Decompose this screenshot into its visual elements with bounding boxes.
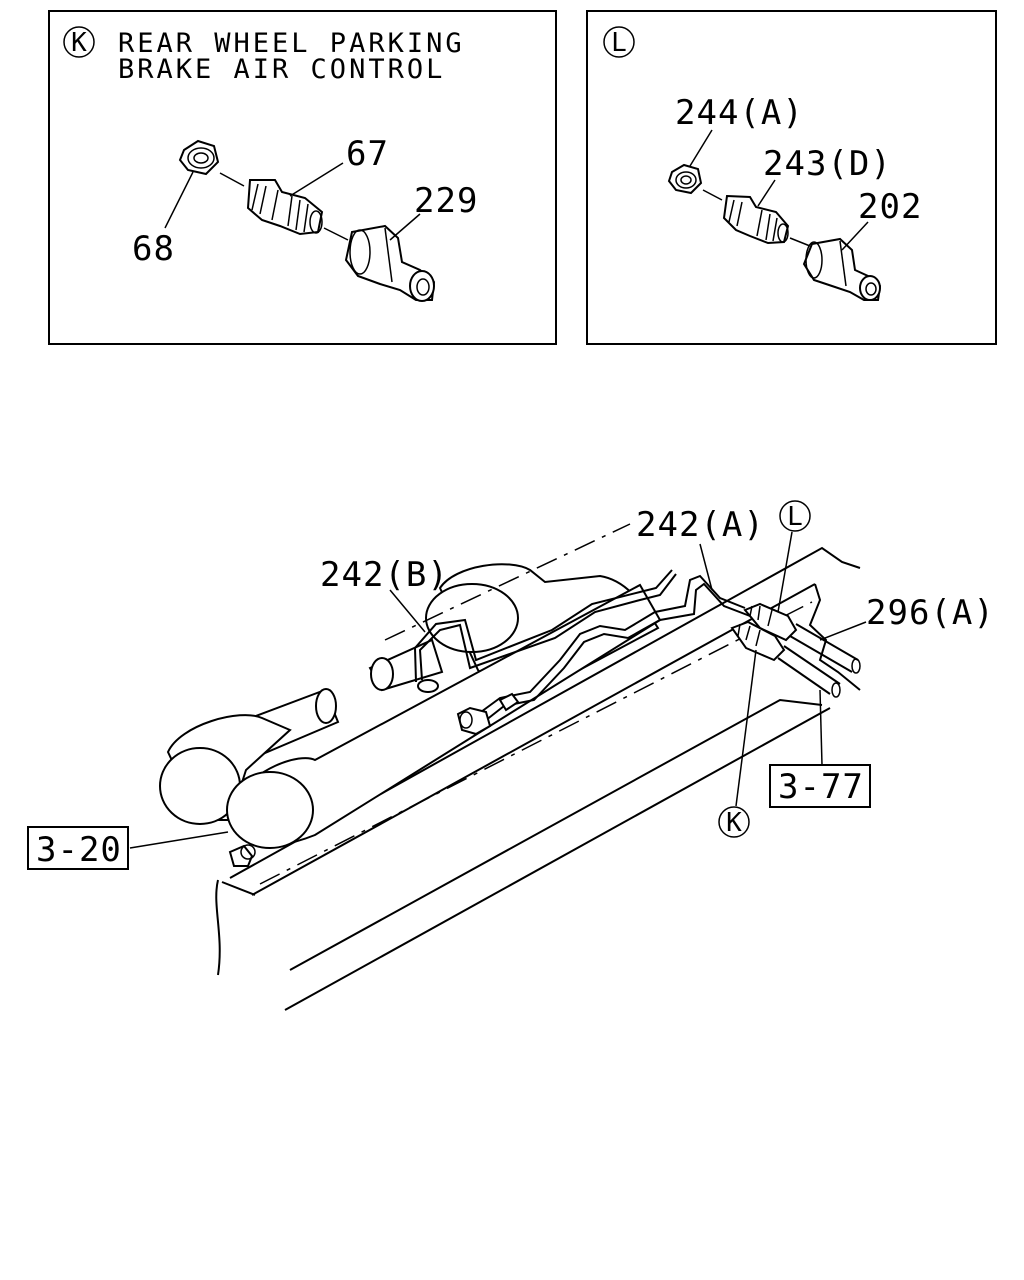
hose-296a-drawing xyxy=(777,623,861,698)
nut-244a-drawing xyxy=(667,163,703,195)
panel-k-title-line2: BRAKE AIR CONTROL xyxy=(118,54,445,85)
callout-244a: 244(A) xyxy=(675,93,804,133)
coupler-202-drawing xyxy=(802,237,882,301)
leader-68 xyxy=(164,171,194,229)
panel-l-marker-circle xyxy=(603,26,635,58)
leader-marker-l xyxy=(777,531,793,613)
connector-243d-drawing xyxy=(722,194,790,245)
pipe-242a-drawing xyxy=(456,574,751,736)
leader-296a xyxy=(819,621,867,641)
leader-marker-k xyxy=(735,649,757,807)
main-assembly: 242(B) 242(A) 296(A) L K 3-20 3-77 xyxy=(27,500,995,1011)
leader-242b xyxy=(389,589,426,633)
main-marker-k-circle xyxy=(718,806,750,838)
leader-3-20 xyxy=(129,831,229,849)
connector-67-drawing xyxy=(246,179,324,236)
lower-tanks-drawing xyxy=(159,583,662,867)
ref-box-3-77[interactable] xyxy=(769,764,871,808)
callout-229: 229 xyxy=(414,181,478,221)
fitting-k-drawing xyxy=(730,620,786,662)
ref-3-20[interactable]: 3-20 xyxy=(36,830,122,870)
panel-k-marker-circle xyxy=(63,26,95,58)
callout-296a: 296(A) xyxy=(866,593,995,633)
panel-k-frame xyxy=(48,10,557,345)
pipe-242b-drawing xyxy=(413,569,677,693)
main-marker-k: K xyxy=(726,808,742,838)
callout-242b: 242(B) xyxy=(320,555,449,595)
leader-229 xyxy=(389,213,421,241)
callout-67: 67 xyxy=(346,134,389,174)
panel-k-marker: K xyxy=(71,28,87,58)
nut-68-drawing xyxy=(178,139,220,176)
panel-l-marker: L xyxy=(611,28,627,58)
callout-202: 202 xyxy=(858,187,922,227)
main-marker-l: L xyxy=(787,502,803,532)
panel-l: L 244(A) 243(D) xyxy=(586,10,997,345)
leader-242a xyxy=(699,543,713,591)
callout-242a: 242(A) xyxy=(636,505,765,545)
leader-67 xyxy=(289,162,344,197)
leader-244a xyxy=(689,129,713,167)
main-marker-l-circle xyxy=(779,500,811,532)
coupler-229-drawing xyxy=(344,224,436,302)
callout-243d: 243(D) xyxy=(763,144,892,184)
frame-rail-drawing xyxy=(215,546,861,1011)
panel-k-title-line1: REAR WHEEL PARKING xyxy=(118,28,465,59)
ref-3-77[interactable]: 3-77 xyxy=(778,767,864,807)
panel-l-frame xyxy=(586,10,997,345)
ref-box-3-20[interactable] xyxy=(27,826,129,870)
callout-68: 68 xyxy=(132,229,175,269)
leader-243d xyxy=(757,179,776,207)
panel-k: K REAR WHEEL PARKING BRAKE AIR CONTROL xyxy=(48,10,557,345)
leader-202 xyxy=(841,221,869,251)
